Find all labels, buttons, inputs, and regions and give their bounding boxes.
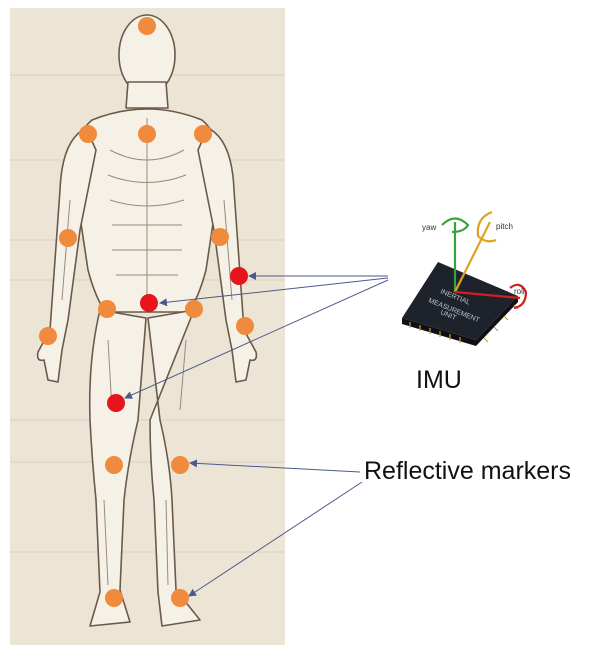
reflective-marker-left-ankle — [105, 589, 123, 607]
yaw-label: yaw — [422, 223, 436, 232]
neck — [126, 82, 168, 108]
reflective-marker-right-shoulder — [194, 125, 212, 143]
reflective-marker-left-wrist — [39, 327, 57, 345]
imu-sensor-forearm — [230, 267, 248, 285]
imu-label: IMU — [416, 366, 462, 395]
reflective-markers-label: Reflective markers — [364, 457, 571, 486]
reflective-marker-left-hip — [98, 300, 116, 318]
anatomy-illustration — [10, 8, 285, 645]
reflective-marker-right-ankle — [171, 589, 189, 607]
roll-label: roll — [514, 287, 525, 296]
pitch-label: pitch — [496, 222, 513, 231]
reflective-marker-right-elbow — [211, 228, 229, 246]
reflective-marker-right-wrist — [236, 317, 254, 335]
imu-sensor-thigh — [107, 394, 125, 412]
reflective-marker-left-elbow — [59, 229, 77, 247]
reflective-marker-head — [138, 17, 156, 35]
reflective-marker-left-shoulder — [79, 125, 97, 143]
reflective-marker-right-hip — [185, 300, 203, 318]
reflective-marker-left-knee — [105, 456, 123, 474]
reflective-marker-right-knee — [171, 456, 189, 474]
reflective-marker-sternum — [138, 125, 156, 143]
imu-sensor-pelvis — [140, 294, 158, 312]
imu-chip-illustration: INERTIAL MEASUREMENT UNIT yaw pitch roll — [390, 208, 532, 346]
